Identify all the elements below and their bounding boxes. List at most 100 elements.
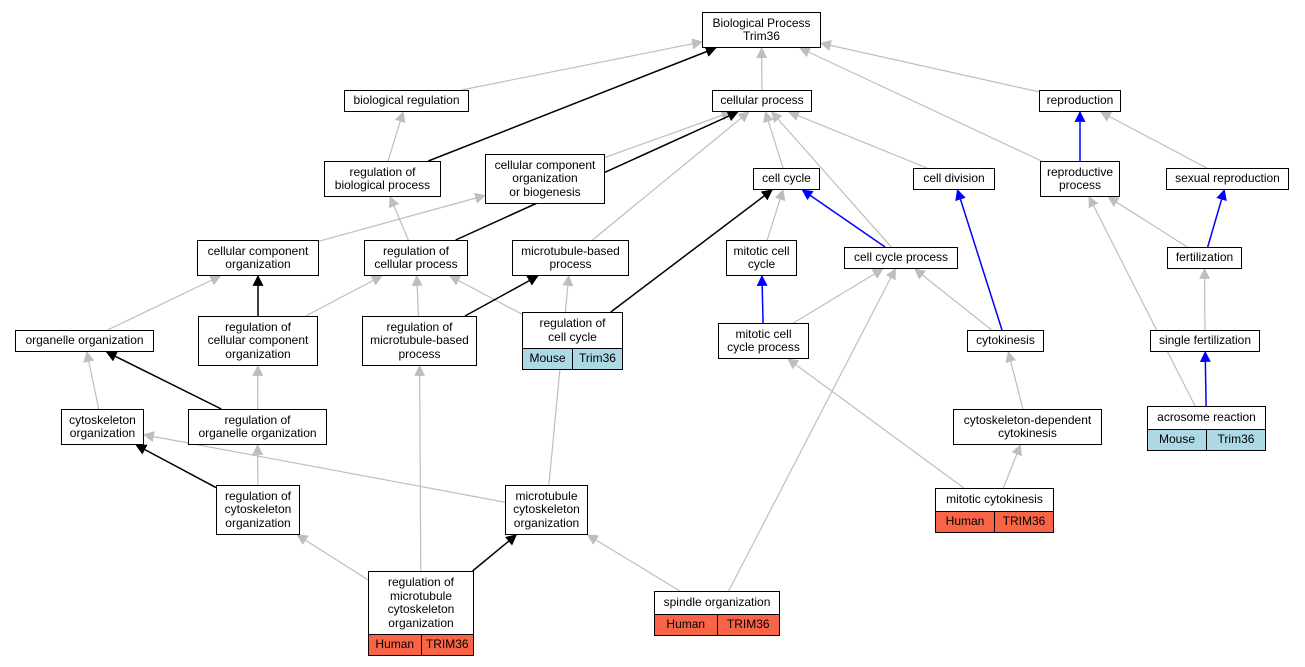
- edge-mitccp-to-mitcc: [756, 274, 768, 324]
- term-single-fertilization[interactable]: single fertilization: [1150, 330, 1260, 352]
- term-cellular-component-organization-or-biogenesis[interactable]: cellular component organization or bioge…: [485, 154, 605, 204]
- term-label: reproductive process: [1046, 164, 1114, 192]
- term-microtubule-cytoskeleton-organization[interactable]: microtubule cytoskeleton organization: [505, 485, 588, 535]
- edge-regbio-to-bp: [428, 46, 717, 162]
- term-label: acrosome reaction: [1157, 410, 1256, 425]
- term-label: regulation of cellular component organiz…: [207, 319, 309, 361]
- edge-cdcyto-to-cytokin: [1005, 350, 1024, 410]
- edge-cco-to-ccob: [318, 192, 487, 242]
- term-label: biological regulation: [353, 93, 460, 108]
- term-label: microtubule cytoskeleton organization: [513, 488, 580, 530]
- edge-mtcyto-to-mtbp: [548, 274, 574, 486]
- edge-regcc-to-regcp: [448, 275, 523, 315]
- annotation-gene: TRIM36: [420, 635, 473, 655]
- annotation-species: Mouse: [523, 349, 572, 369]
- term-cytokinesis[interactable]: cytokinesis: [967, 330, 1044, 352]
- term-regulation-of-organelle-organization[interactable]: regulation of organelle organization: [188, 409, 327, 445]
- annotation-gene: Trim36: [572, 349, 622, 369]
- term-label: regulation of microtubule cytoskeleton o…: [387, 575, 455, 630]
- term-organelle-organization[interactable]: organelle organization: [15, 330, 154, 352]
- term-regulation-of-cellular-process[interactable]: regulation of cellular process: [364, 240, 468, 276]
- annotation-species: Human: [655, 615, 717, 635]
- edge-cytokin-to-ccproc: [913, 268, 993, 331]
- term-cell-cycle[interactable]: cell cycle: [753, 168, 820, 190]
- edge-cellcycle-to-cellproc: [763, 110, 784, 169]
- edge-cytokin-to-celldiv: [955, 188, 1003, 331]
- term-microtubule-based-process[interactable]: microtubule-based process: [512, 240, 629, 276]
- edge-acro-to-singfert: [1199, 350, 1211, 407]
- edge-celldiv-to-cellproc: [788, 110, 928, 169]
- term-sexual-reproduction[interactable]: sexual reproduction: [1166, 168, 1289, 190]
- term-biological-regulation[interactable]: biological regulation: [344, 90, 469, 112]
- annotation-gene: Trim36: [1206, 430, 1265, 450]
- term-cytoskeleton-organization[interactable]: cytoskeleton organization: [61, 409, 144, 445]
- edge-sexrepro-to-repro: [1099, 111, 1207, 169]
- term-label: regulation of organelle organization: [198, 412, 317, 440]
- edge-regcco-to-regcp: [305, 275, 383, 317]
- edge-regcp-to-regbio: [388, 195, 409, 241]
- edge-fert-to-sexrepro: [1206, 188, 1227, 248]
- term-cell-cycle-process[interactable]: cell cycle process: [844, 247, 958, 269]
- term-label: cytokinesis: [976, 333, 1035, 348]
- annotation-gene: TRIM36: [994, 512, 1053, 532]
- edge-mitcyto-to-cdcyto: [1002, 443, 1022, 489]
- term-reproduction[interactable]: reproduction: [1039, 90, 1121, 112]
- annotation-species: Mouse: [1148, 430, 1206, 450]
- term-regulation-of-biological-process[interactable]: regulation of biological process: [324, 161, 441, 197]
- edge-reproproc-to-bp: [798, 47, 1042, 162]
- term-biological-process[interactable]: Biological Process Trim36: [702, 12, 821, 48]
- term-label: cellular component organization or bioge…: [494, 157, 596, 199]
- edge-regcyto-to-cytoorg: [135, 444, 217, 489]
- term-label: cell cycle: [762, 171, 811, 186]
- term-regulation-of-cellular-component-organization[interactable]: regulation of cellular component organiz…: [198, 316, 318, 366]
- term-label: cytoskeleton organization: [69, 412, 136, 440]
- term-regulation-of-microtubule-cytoskeleton-organization[interactable]: regulation of microtubule cytoskeleton o…: [368, 571, 474, 656]
- term-cytoskeleton-dependent-cytokinesis[interactable]: cytoskeleton-dependent cytokinesis: [953, 409, 1102, 445]
- annotation-species: Human: [369, 635, 421, 655]
- term-cellular-process[interactable]: cellular process: [712, 90, 812, 112]
- edge-cytoorg-to-orgorg: [83, 350, 100, 410]
- term-mitotic-cell-cycle[interactable]: mitotic cell cycle: [726, 240, 797, 276]
- edge-spindle-to-ccproc: [728, 268, 896, 592]
- term-label: sexual reproduction: [1175, 171, 1280, 186]
- edge-fert-to-reproproc: [1107, 196, 1188, 248]
- term-label: spindle organization: [663, 595, 771, 610]
- term-fertilization[interactable]: fertilization: [1167, 247, 1242, 269]
- annotation-species: Human: [936, 512, 994, 532]
- term-mitotic-cell-cycle-process[interactable]: mitotic cell cycle process: [718, 323, 809, 359]
- term-cell-division[interactable]: cell division: [913, 168, 995, 190]
- edge-regmtbp-to-mtbp: [464, 275, 539, 317]
- edge-ccob-to-cellproc: [604, 110, 733, 158]
- term-regulation-of-cytoskeleton-organization[interactable]: regulation of cytoskeleton organization: [216, 485, 300, 535]
- annotation-gene: TRIM36: [716, 615, 779, 635]
- edge-regbio-to-bioreg: [387, 110, 406, 162]
- edge-ccproc-to-cellcycle: [801, 189, 886, 248]
- edge-mitccp-to-ccproc: [793, 268, 884, 324]
- term-label: single fertilization: [1158, 333, 1252, 348]
- edge-orgorg-to-cco: [107, 275, 222, 331]
- term-label: microtubule-based process: [521, 243, 620, 271]
- edge-regmtcyto-to-mtcyto: [472, 534, 518, 572]
- term-cellular-component-organization[interactable]: cellular component organization: [197, 240, 319, 276]
- term-regulation-of-microtubule-based-process[interactable]: regulation of microtubule-based process: [362, 316, 477, 366]
- term-label: regulation of microtubule-based process: [370, 319, 469, 361]
- term-reproductive-process[interactable]: reproductive process: [1040, 161, 1120, 197]
- term-label: cell division: [923, 171, 985, 186]
- edge-regmtcyto-to-regmtbp: [414, 364, 426, 572]
- edge-spindle-to-mtcyto: [586, 534, 681, 592]
- term-label: fertilization: [1175, 250, 1234, 265]
- edge-regmtbp-to-regcp: [411, 274, 423, 317]
- edge-ccproc-to-cellproc: [771, 111, 892, 248]
- term-label: regulation of cellular process: [374, 243, 458, 271]
- edge-regorg-to-orgorg: [105, 351, 222, 410]
- term-label: mitotic cytokinesis: [946, 492, 1043, 507]
